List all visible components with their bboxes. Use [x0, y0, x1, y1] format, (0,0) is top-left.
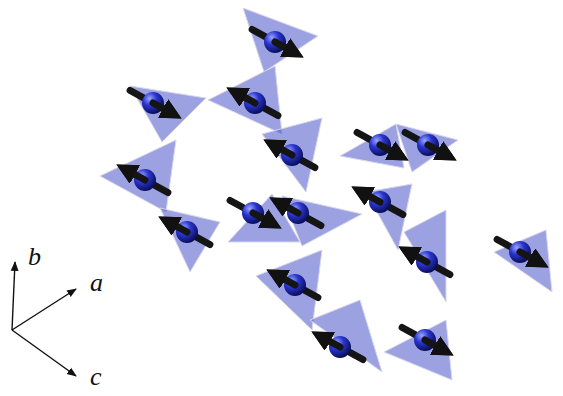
- spin-arrow: [361, 191, 403, 214]
- spin-arrow: [408, 251, 427, 262]
- spin: [357, 133, 399, 156]
- spin: [230, 201, 272, 224]
- spin-arrow: [276, 274, 295, 285]
- tetrahedron: [404, 210, 446, 302]
- axis-arrows: [12, 262, 76, 376]
- spin: [252, 30, 294, 53]
- spin-arrow: [275, 42, 294, 53]
- spin-arrow: [126, 169, 145, 180]
- spin: [168, 221, 210, 244]
- axis-label: c: [90, 364, 102, 390]
- spin-arrow: [276, 274, 318, 297]
- spin-arrow: [252, 30, 294, 53]
- spin-arrow: [130, 91, 172, 114]
- spin-arrow: [236, 92, 278, 115]
- spin: [273, 144, 315, 167]
- spin-arrow: [497, 240, 539, 263]
- spin-arrow: [405, 133, 447, 156]
- spin-arrow: [273, 144, 292, 155]
- spin-arrow: [402, 328, 444, 351]
- spin-arrow: [230, 201, 272, 224]
- spin-arrow: [273, 144, 315, 167]
- spin: [405, 133, 447, 156]
- tetrahedron: [494, 230, 552, 292]
- tetrahedron: [310, 300, 382, 372]
- spin-arrow: [428, 145, 447, 156]
- tetrahedra: [100, 8, 552, 380]
- spin: [236, 92, 278, 115]
- spin: [497, 240, 539, 263]
- tetrahedron: [160, 208, 220, 272]
- spin-arrow: [168, 221, 210, 244]
- axis-label: a: [90, 270, 103, 296]
- spin-arrow: [253, 213, 272, 224]
- tetrahedron: [340, 124, 404, 168]
- spin: [126, 169, 168, 192]
- tetrahedron: [208, 66, 282, 134]
- spin: [408, 251, 450, 274]
- spin-arrow: [153, 103, 172, 114]
- spin-arrow: [321, 336, 340, 347]
- spin-arrow: [425, 340, 444, 351]
- spin-arrow: [126, 169, 168, 192]
- spin: [279, 202, 321, 225]
- spin-arrow: [321, 336, 363, 359]
- tetrahedron: [396, 124, 458, 172]
- spin-arrow: [520, 252, 539, 263]
- tetrahedron: [282, 196, 362, 246]
- spin-arrow: [408, 251, 450, 274]
- tetrahedron: [262, 118, 322, 192]
- tetrahedron: [256, 250, 322, 330]
- tetrahedron: [130, 86, 206, 142]
- spin: [321, 336, 363, 359]
- spin: [361, 191, 403, 214]
- spin-arrow: [380, 145, 399, 156]
- tetrahedron: [243, 8, 318, 72]
- spin-arrow: [361, 191, 380, 202]
- spin-arrow: [357, 133, 399, 156]
- spin-arrow: [236, 92, 255, 103]
- spin-arrows: [126, 30, 540, 360]
- spin-arrow: [279, 202, 321, 225]
- tetrahedron: [100, 140, 176, 212]
- spin-arrow: [279, 202, 298, 213]
- tetrahedron: [384, 320, 452, 380]
- spin: [402, 328, 444, 351]
- spin: [130, 91, 172, 114]
- spin: [276, 274, 318, 297]
- axis-label: b: [28, 244, 41, 270]
- spin-arrow: [168, 221, 187, 232]
